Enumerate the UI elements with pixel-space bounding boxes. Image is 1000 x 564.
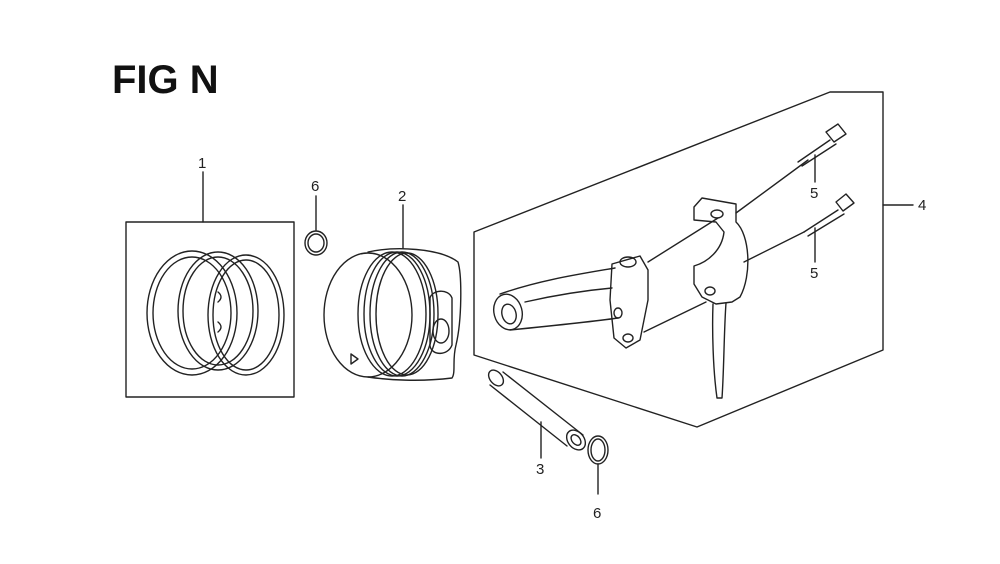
assembly-alignment-line xyxy=(643,301,707,333)
ring-set-frame xyxy=(125,221,295,398)
piston-pin-front-end xyxy=(565,429,587,451)
rod-small-end xyxy=(492,293,524,331)
ring-gap-mark xyxy=(217,321,222,333)
piston-pin-clip-lower xyxy=(587,435,609,495)
piston xyxy=(323,204,462,381)
callout-3: 3 xyxy=(536,461,544,478)
assembly-alignment-line xyxy=(647,217,719,263)
rod-big-end-bolt-seat xyxy=(622,333,634,343)
rod-bolt-lower xyxy=(803,193,855,263)
rod-small-end-bore xyxy=(501,303,517,325)
ring-gap-mark xyxy=(217,291,222,303)
rod-bolt-lower-shank-edge xyxy=(807,213,845,237)
piston-pin-front-bore xyxy=(570,434,582,446)
rod-big-end-bolt-seat xyxy=(619,256,637,268)
piston-ring-groove xyxy=(375,252,439,376)
piston-pin-clip-upper xyxy=(304,195,328,256)
piston-direction-mark xyxy=(350,353,359,365)
piston-ring-set xyxy=(125,171,295,398)
piston-ring-middle xyxy=(177,251,259,371)
figure-title: FIG N xyxy=(112,58,219,102)
clip-upper-ring xyxy=(304,230,328,256)
callout-2: 2 xyxy=(398,188,406,205)
callout-6-lower: 6 xyxy=(593,505,601,522)
callout-6-upper: 6 xyxy=(311,178,319,195)
rod-bolt-upper xyxy=(797,123,847,183)
piston-pin xyxy=(487,369,587,459)
callout-4: 4 xyxy=(918,197,926,214)
piston-pin-rear-end xyxy=(487,369,505,387)
connecting-rod-assembly xyxy=(473,91,914,428)
rod-cap-bolt-hole xyxy=(704,286,716,296)
callout-5-upper: 5 xyxy=(810,185,818,202)
clip-upper-ring-inner xyxy=(307,233,325,253)
rod-cap xyxy=(693,197,749,305)
piston-ring-rear xyxy=(207,254,285,376)
rod-beam xyxy=(499,267,619,331)
piston-ring-groove xyxy=(369,251,435,377)
clip-lower-ring-inner xyxy=(590,438,606,462)
rod-beam-rib xyxy=(524,287,613,303)
piston-ring-middle-inner-edge xyxy=(182,256,254,366)
callout-1: 1 xyxy=(198,155,206,172)
piston-ring-outer-inner-edge xyxy=(152,256,232,370)
rod-bolt-lower-head xyxy=(835,193,855,212)
rod-cap-bolt-hole xyxy=(710,209,724,219)
piston-pin-bore xyxy=(432,318,450,344)
piston-ring-outer xyxy=(146,250,238,376)
rod-big-end xyxy=(609,255,649,349)
piston-crown xyxy=(323,252,413,378)
piston-pin-body xyxy=(489,371,584,447)
piston-ring-groove xyxy=(357,251,427,377)
rod-bolt-upper-head xyxy=(825,123,847,143)
piston-ring-rear-inner-edge xyxy=(212,259,280,371)
assembly-alignment-line xyxy=(743,231,805,263)
rod-oil-dipper xyxy=(711,302,727,399)
connecting-rod-frame xyxy=(473,91,884,428)
piston-body xyxy=(367,248,462,381)
rod-bolt-lower-shank xyxy=(803,209,839,233)
rod-bolt-upper-shank xyxy=(797,139,831,163)
rod-bolt-upper-shank-edge xyxy=(801,143,837,167)
piston-pin-boss xyxy=(429,290,453,355)
assembly-alignment-line xyxy=(735,159,809,214)
piston-ring-groove xyxy=(363,251,431,377)
rod-big-end-bolt-seat xyxy=(613,307,623,319)
callout-5-lower: 5 xyxy=(810,265,818,282)
